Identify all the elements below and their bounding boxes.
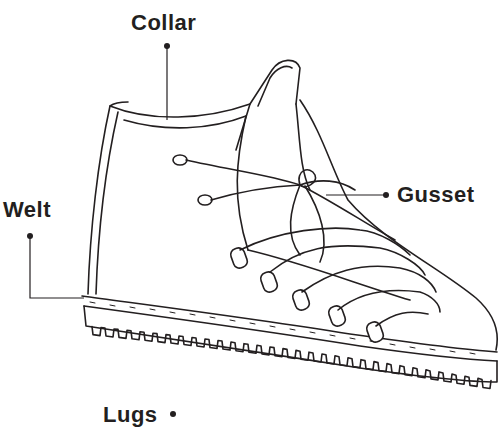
part-label: Welt <box>3 199 51 221</box>
part-label: Collar <box>131 12 196 34</box>
leader-dot <box>27 233 33 239</box>
leader-line <box>166 46 167 120</box>
leader-dot <box>383 192 389 198</box>
leader-line <box>30 236 84 298</box>
leader-dot <box>170 411 176 417</box>
leader-dot <box>164 43 170 49</box>
part-label: Lugs <box>103 404 158 426</box>
part-label: Gusset <box>397 184 475 206</box>
leader-line <box>326 194 386 195</box>
